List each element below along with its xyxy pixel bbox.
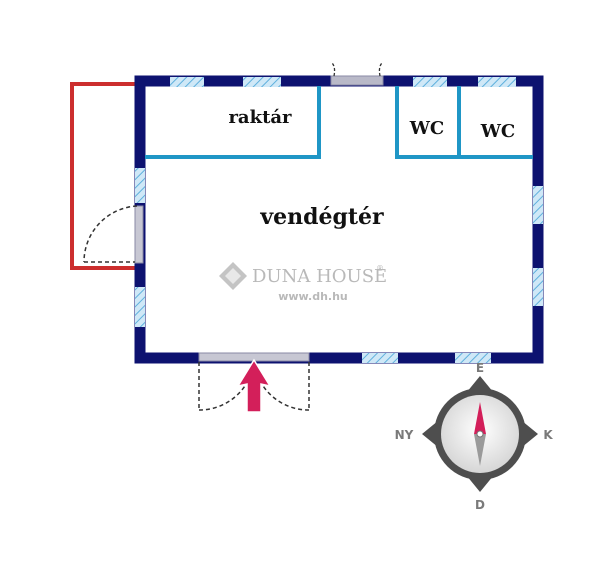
window-right-2 <box>533 268 543 306</box>
compass-north-label: E <box>476 361 484 375</box>
window-left-2 <box>135 287 145 327</box>
compass-west-label: NY <box>395 428 414 442</box>
watermark-registered: ® <box>376 264 384 273</box>
room-label-main: vendégtér <box>259 204 384 230</box>
top-door <box>330 61 384 86</box>
watermark: DUNA HOUSE ® www.dh.hu <box>219 262 387 303</box>
watermark-url: www.dh.hu <box>278 290 348 303</box>
watermark-brand: DUNA HOUSE <box>252 266 387 287</box>
duna-house-logo-icon <box>219 262 247 290</box>
windows <box>135 77 543 363</box>
window-top-1 <box>170 77 204 87</box>
window-left-1 <box>135 168 145 203</box>
entrance-arrow-icon <box>236 358 272 413</box>
window-top-4 <box>478 77 516 87</box>
compass-south-label: D <box>475 498 485 512</box>
interior-partitions <box>145 86 533 159</box>
terrace-outline <box>70 82 137 270</box>
window-top-2 <box>243 77 281 87</box>
window-bottom-2 <box>455 353 491 363</box>
window-top-3 <box>413 77 447 87</box>
compass-east-label: K <box>543 428 553 442</box>
window-bottom-1 <box>362 353 398 363</box>
room-label-wc-1: WC <box>409 118 445 139</box>
side-door <box>83 205 144 264</box>
window-right-1 <box>533 186 543 224</box>
room-label-wc-2: WC <box>480 121 516 142</box>
compass-rose-icon <box>422 376 538 492</box>
room-label-storage: raktár <box>228 107 292 128</box>
